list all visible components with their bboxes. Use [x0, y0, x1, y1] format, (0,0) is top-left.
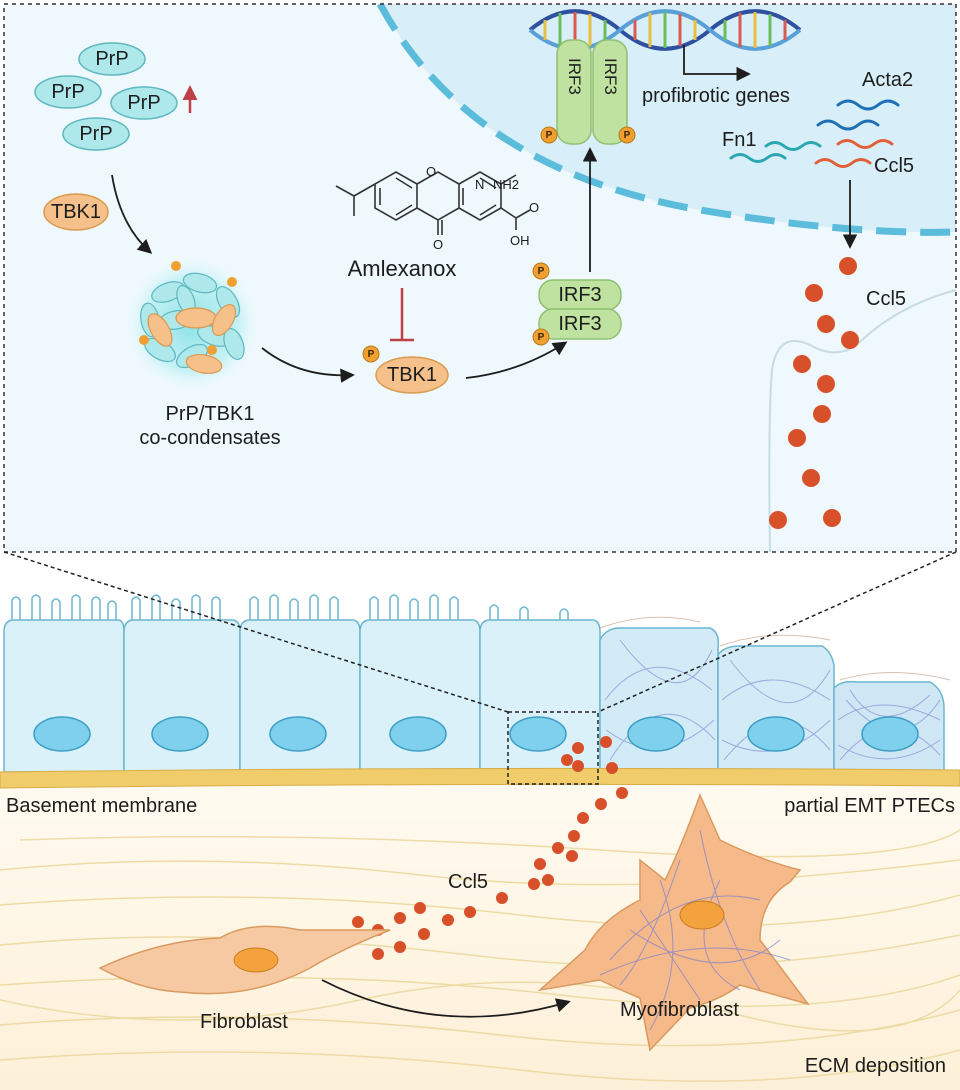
prp-monomers — [34, 42, 178, 151]
prp-monomer-1 — [78, 42, 146, 76]
myofibroblast — [537, 792, 810, 1052]
amlexanox-inhibition — [390, 288, 414, 342]
irf3-nuclear-a-label: IRF3 — [565, 58, 584, 95]
tbk1-active — [375, 356, 449, 394]
irf3-cyto-b — [538, 308, 622, 340]
chem-o-ring-label: O — [426, 164, 437, 179]
amlexanox-label: Amlexanox — [347, 256, 457, 281]
irf3-cyto-a-label: IRF3 — [558, 284, 602, 306]
irf3-nuclear-b — [592, 39, 628, 145]
fibroblast-label: Fibroblast — [200, 1011, 288, 1033]
ccl5-gene-label: Ccl5 — [874, 155, 915, 177]
basement-membrane-label: Basement membrane — [6, 795, 198, 817]
condensate-label-line1: PrP/TBK1 — [165, 403, 255, 425]
irf3-dimer-nuclear — [540, 39, 636, 145]
mrna-fn1-b — [729, 153, 787, 163]
irf3-cyto-phospho-a: P — [537, 265, 545, 277]
tbk1-phospho-label: P — [367, 348, 375, 360]
ccl5-tissue-label: Ccl5 — [448, 871, 489, 893]
nucleus-region — [380, 4, 956, 233]
prp-label-3: PrP — [127, 92, 161, 114]
tbk1-label: TBK1 — [50, 201, 102, 223]
ccl5-secreted-dots — [769, 257, 859, 529]
myofibroblast-nucleus — [679, 900, 725, 930]
condensate-label-line2: co-condensates — [139, 427, 281, 449]
transcription-arrow — [683, 45, 751, 82]
emt-cell-2 — [717, 645, 835, 773]
partial-emt-label: partial EMT PTECs — [784, 795, 955, 817]
tbk1-inactive — [43, 193, 109, 231]
prp-label-2: PrP — [51, 81, 85, 103]
epithelial-layer — [3, 594, 951, 773]
prp-label-4: PrP — [79, 123, 113, 145]
fibroblast-nucleus — [233, 947, 279, 973]
profibrotic-genes-label: profibrotic genes — [642, 85, 790, 107]
irf3-nuclear-phospho-b: P — [623, 129, 631, 141]
mrna-fn1-a — [764, 141, 822, 151]
tbk1-phospho-site — [362, 345, 380, 363]
chem-n-label: N — [475, 177, 485, 192]
ecm-deposition-label: ECM deposition — [804, 1055, 946, 1077]
condensation-arrow — [111, 174, 153, 254]
mrna-acta2-a — [836, 99, 900, 111]
myofibroblast-label: Myofibroblast — [620, 999, 739, 1021]
chem-oh-label: OH — [510, 233, 530, 248]
nuclear-membrane — [376, 2, 957, 236]
ccl5-tissue-dots — [352, 736, 628, 960]
zoom-selection-box — [507, 711, 599, 785]
irf3-cyto-b-label: IRF3 — [558, 313, 602, 335]
cell-membrane — [768, 289, 957, 553]
chem-o-acid-label: O — [529, 200, 540, 215]
tbk1-active-label: TBK1 — [386, 364, 438, 386]
fn1-label: Fn1 — [722, 129, 757, 151]
chem-o-ketone-label: O — [433, 237, 444, 252]
amlexanox-structure — [335, 171, 531, 235]
irf3-nuclear-b-label: IRF3 — [601, 58, 620, 95]
prp-monomer-3 — [110, 86, 178, 120]
fibroblast — [98, 925, 391, 995]
activation-arrow — [261, 347, 355, 383]
mrna-ccl5-b — [814, 158, 872, 168]
acta2-label: Acta2 — [862, 69, 914, 91]
phosphorylation-arrow — [465, 341, 568, 379]
dna-helix — [528, 9, 802, 51]
prp-label-1: PrP — [95, 48, 129, 70]
ccl5-secreted-label: Ccl5 — [866, 288, 907, 310]
mrna-acta2-b — [816, 119, 880, 131]
prp-tbk1-condensate — [126, 258, 258, 390]
irf3-nuclear-a — [556, 39, 592, 145]
differentiation-arrow — [321, 979, 571, 1018]
irf3-cytoplasmic — [532, 262, 622, 346]
basement-membrane — [0, 767, 960, 789]
prp-monomer-2 — [34, 75, 102, 109]
prp-monomer-4 — [62, 117, 130, 151]
chem-nh2-label: NH2 — [493, 177, 520, 192]
zoom-guide-right — [597, 551, 957, 713]
mrna-ccl5-a — [836, 139, 894, 149]
irf3-nuclear-phospho-a: P — [545, 129, 553, 141]
irf3-cyto-phospho-b: P — [537, 331, 545, 343]
mrna-transcripts — [729, 99, 900, 168]
